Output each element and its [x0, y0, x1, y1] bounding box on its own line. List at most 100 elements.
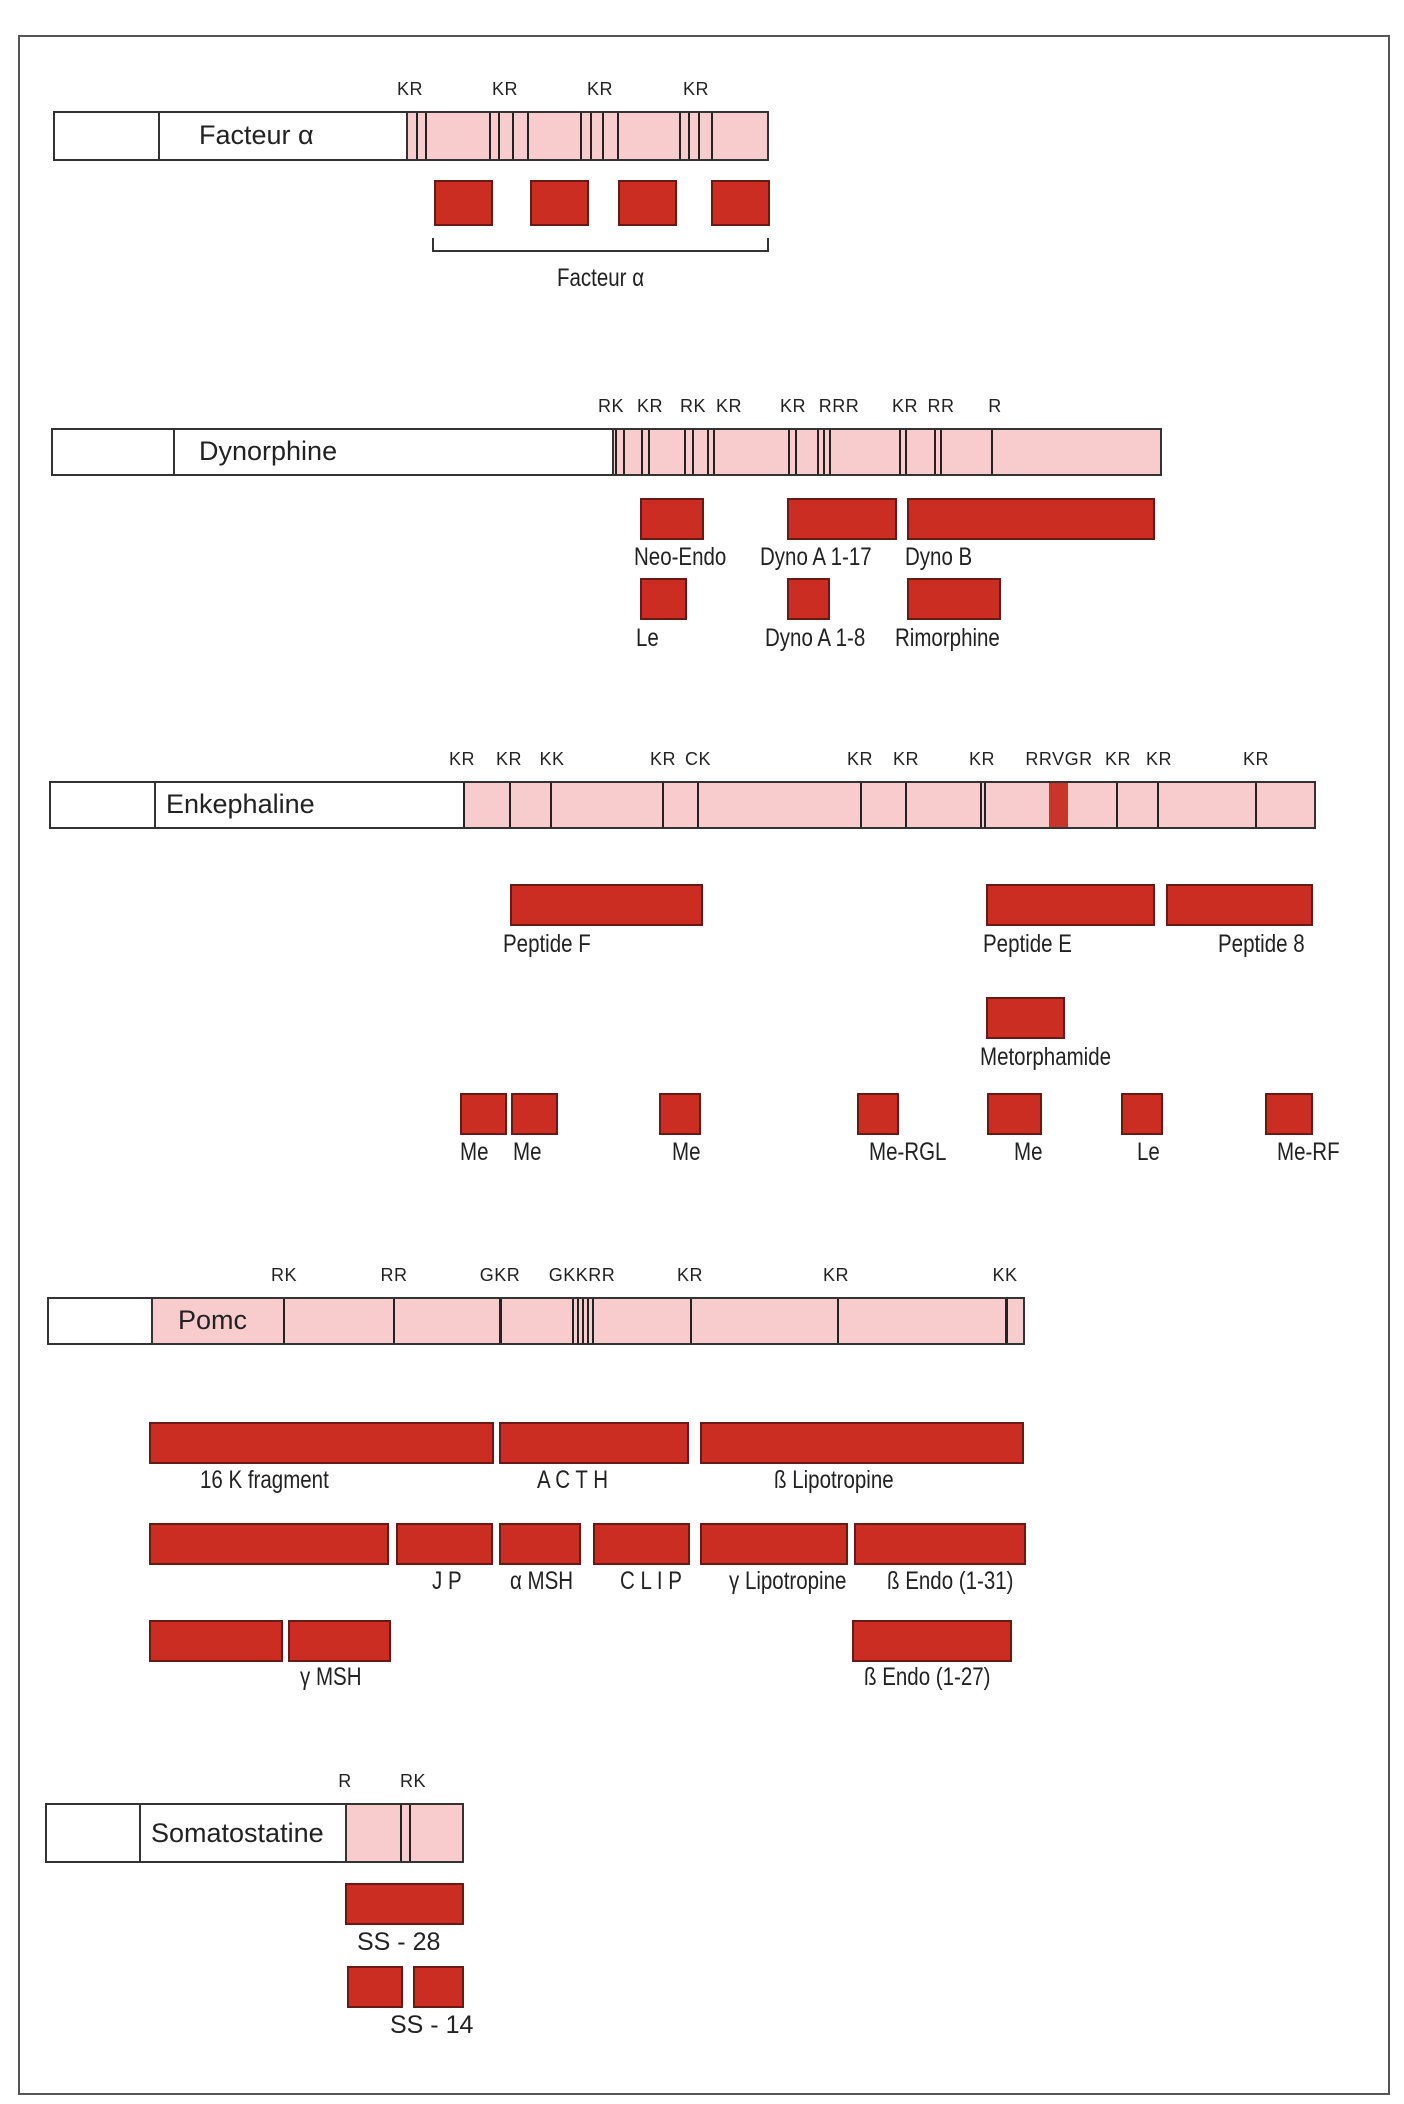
peptide-label: ß Endo (1-31): [887, 1567, 1014, 1595]
peptide-bar: [288, 1620, 391, 1662]
facteur-peptide-block: [618, 180, 677, 226]
peptide-bar: [907, 498, 1155, 540]
cleavage-line: [463, 783, 465, 827]
cleavage-line: [617, 113, 619, 159]
cleavage-site-label: KR: [491, 79, 519, 99]
cleavage-site-label: GKR: [479, 1265, 521, 1285]
cleavage-line: [679, 113, 681, 159]
cleavage-line: [692, 430, 694, 474]
cleavage-line: [829, 430, 831, 474]
cleavage-site-label: RK: [597, 396, 625, 416]
cleavage-site-label: R: [988, 396, 1002, 416]
cleavage-line: [416, 113, 418, 159]
peptide-bar: [1265, 1093, 1313, 1135]
cleavage-line: [512, 113, 514, 159]
cleavage-line: [641, 430, 643, 474]
cleavage-line: [623, 430, 625, 474]
peptide-bar: [986, 997, 1065, 1039]
cleavage-site-label: KR: [448, 749, 476, 769]
cleavage-line: [905, 783, 907, 827]
peptide-label: ß Lipotropine: [774, 1466, 894, 1494]
cleavage-line: [615, 430, 617, 474]
peptide-label: Le: [636, 624, 659, 652]
peptide-bar: [787, 498, 897, 540]
cleavage-line: [577, 1299, 579, 1343]
peptide-label: Me: [672, 1138, 701, 1166]
enkephaline-name: Enkephaline: [166, 789, 315, 819]
peptide-label: SS - 28: [357, 1928, 441, 1956]
peptide-bar: [1166, 884, 1313, 926]
somatostatine-signal-peptide: [45, 1803, 141, 1863]
dynorphine-precursor-bar: [612, 428, 1162, 476]
cleavage-line: [409, 1805, 411, 1861]
enkephaline-signal-peptide: [49, 781, 156, 829]
cleavage-line: [498, 113, 500, 159]
cleavage-site-label: KR: [586, 79, 614, 99]
cleavage-line: [697, 783, 699, 827]
peptide-label: C L I P: [620, 1567, 682, 1595]
facteur-peptide-block: [434, 180, 493, 226]
somatostatine-label-box: [139, 1803, 347, 1863]
cleavage-line: [698, 113, 700, 159]
facteur-label-box: [158, 111, 408, 161]
cleavage-line: [707, 430, 709, 474]
cleavage-site-label: KR: [846, 749, 874, 769]
peptide-label: Me: [1014, 1138, 1043, 1166]
figure-frame: [18, 35, 1390, 2095]
cleavage-line: [711, 113, 713, 159]
cleavage-line: [572, 1299, 574, 1343]
peptide-bar: [510, 884, 703, 926]
cleavage-line: [823, 430, 825, 474]
cleavage-line: [934, 430, 936, 474]
peptide-bar: [659, 1093, 701, 1135]
cleavage-line: [509, 783, 511, 827]
cleavage-line: [662, 783, 664, 827]
cleavage-line: [940, 430, 942, 474]
cleavage-line: [602, 113, 604, 159]
peptide-label: Peptide F: [503, 930, 591, 958]
peptide-bar: [511, 1093, 558, 1135]
dynorphine-label-box: [173, 428, 614, 476]
cleavage-site-label: KR: [682, 79, 710, 99]
facteur-precursor-bar: [406, 111, 769, 161]
cleavage-site-label: KR: [396, 79, 424, 99]
peptide-bar: [987, 1093, 1042, 1135]
cleavage-site-label: KR: [1145, 749, 1173, 769]
cleavage-site-label: RK: [679, 396, 707, 416]
peptide-bar: [640, 578, 687, 620]
cleavage-site-label: GKKRR: [548, 1265, 616, 1285]
cleavage-line: [984, 783, 986, 827]
cleavage-site-label: KR: [649, 749, 677, 769]
cleavage-site-label: KR: [779, 396, 807, 416]
cleavage-line: [527, 113, 529, 159]
dynorphine-name: Dynorphine: [199, 436, 338, 466]
peptide-bar: [149, 1523, 389, 1565]
cleavage-site-label: KR: [1242, 749, 1270, 769]
facteur-name: Facteur α: [199, 120, 314, 150]
peptide-label: γ MSH: [300, 1663, 362, 1691]
peptide-bar: [857, 1093, 899, 1135]
cleavage-line: [795, 430, 797, 474]
cleavage-site-label: RK: [270, 1265, 298, 1285]
dynorphine-signal-peptide: [51, 428, 175, 476]
cleavage-site-label: KR: [636, 396, 664, 416]
cleavage-site-label: KR: [968, 749, 996, 769]
cleavage-site-label: RR: [380, 1265, 408, 1285]
cleavage-line: [590, 113, 592, 159]
cleavage-site-label: RR: [927, 396, 955, 416]
peptide-bar: [787, 578, 830, 620]
peptide-bar: [345, 1883, 464, 1925]
peptide-label: α MSH: [510, 1567, 574, 1595]
cleavage-site-label: R: [338, 1771, 352, 1791]
peptide-label: Le: [1137, 1138, 1160, 1166]
peptide-bar: [499, 1523, 581, 1565]
cleavage-line: [837, 1299, 839, 1343]
cleavage-site-label: KR: [1104, 749, 1132, 769]
cleavage-site-label: RRVGR: [1025, 749, 1093, 769]
cleavage-line: [899, 430, 901, 474]
cleavage-site-label: KR: [892, 749, 920, 769]
cleavage-line: [860, 783, 862, 827]
peptide-bar: [640, 498, 704, 540]
peptide-label: ß Endo (1-27): [864, 1663, 991, 1691]
peptide-bar: [413, 1966, 464, 2008]
